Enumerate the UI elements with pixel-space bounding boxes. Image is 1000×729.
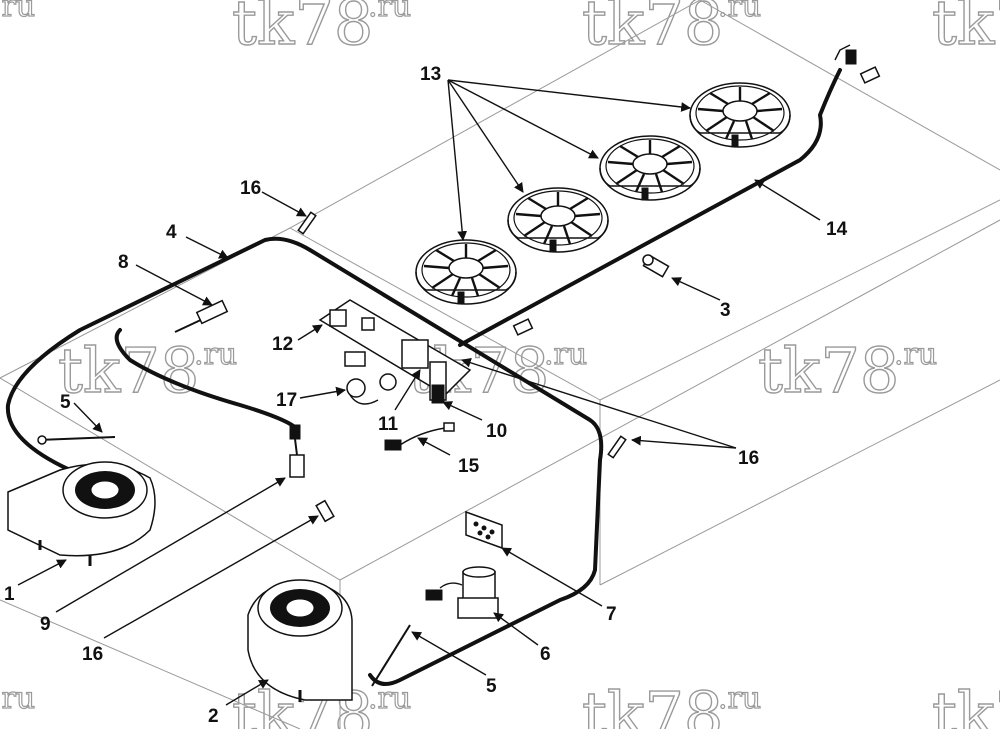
watermark-text: tk78: [582, 678, 723, 729]
callout-12: 12: [272, 334, 293, 355]
sensor-16a: [297, 211, 317, 235]
condenser-fan: [506, 186, 610, 254]
connector-plug: [346, 378, 379, 405]
callout-1: 1: [4, 584, 15, 605]
watermark-text: tk78: [232, 0, 373, 59]
temp-probe-5a: [37, 435, 116, 445]
condenser-fan: [598, 134, 702, 202]
callout-15: 15: [458, 456, 480, 477]
watermark-suffix: .ru: [718, 681, 761, 716]
watermark-text: tk78: [582, 0, 723, 59]
watermark-suffix: .ru: [894, 337, 937, 372]
watermark-text: tk78: [58, 334, 199, 407]
temp-probe-5b: [371, 624, 411, 687]
evaporator-blower-2: [247, 579, 353, 702]
watermark-suffix: .ru: [718, 0, 761, 24]
callout-4: 4: [166, 222, 177, 243]
sensor-9: [289, 424, 305, 478]
callout-5: 5: [60, 392, 71, 413]
callout-labels: 13 14 16 4 8 3 12 17 11 10 15 16 5 1 9 1…: [4, 64, 848, 727]
callout-6: 6: [540, 644, 551, 665]
callout-8: 8: [118, 252, 129, 273]
condenser-fan: [688, 81, 792, 149]
watermark-text: tk78: [758, 334, 899, 407]
watermark-suffix: .ru: [368, 0, 411, 24]
top-connector: [834, 44, 881, 84]
control-panel: [465, 510, 503, 550]
callout-5: 5: [486, 676, 497, 697]
watermark-suffix: .ru: [194, 337, 237, 372]
callout-9: 9: [40, 614, 51, 635]
relay-unit: [401, 339, 447, 404]
callout-17: 17: [276, 390, 297, 411]
solenoid-valve: [425, 566, 499, 619]
callout-7: 7: [606, 604, 617, 625]
callout-16: 16: [82, 644, 103, 665]
watermark-suffix: .ru: [368, 681, 411, 716]
callout-3: 3: [720, 300, 731, 321]
callout-2: 2: [208, 706, 219, 727]
sensor-16b: [607, 435, 627, 459]
harness-jumper: [384, 422, 455, 451]
callout-13: 13: [420, 64, 441, 85]
watermark-suffix: .ru: [544, 337, 587, 372]
callout-10: 10: [486, 421, 507, 442]
watermark-suffix: .ru: [0, 0, 35, 24]
callout-16: 16: [240, 178, 261, 199]
cable-clamp: [642, 254, 670, 278]
sensor-16c: [315, 499, 335, 523]
leader-lines: [17, 79, 821, 706]
harness-plug: [512, 318, 534, 336]
wiring-harness: [5, 68, 842, 686]
watermark-suffix: .ru: [0, 681, 35, 716]
callout-11: 11: [378, 414, 399, 435]
evaporator-blower-1: [7, 461, 156, 566]
watermark-text: tk78: [932, 0, 1000, 59]
watermark-text: tk78: [932, 678, 1000, 729]
callout-16: 16: [738, 448, 759, 469]
callout-14: 14: [826, 219, 848, 240]
condenser-fan: [414, 238, 518, 306]
sensor-8: [174, 299, 229, 333]
